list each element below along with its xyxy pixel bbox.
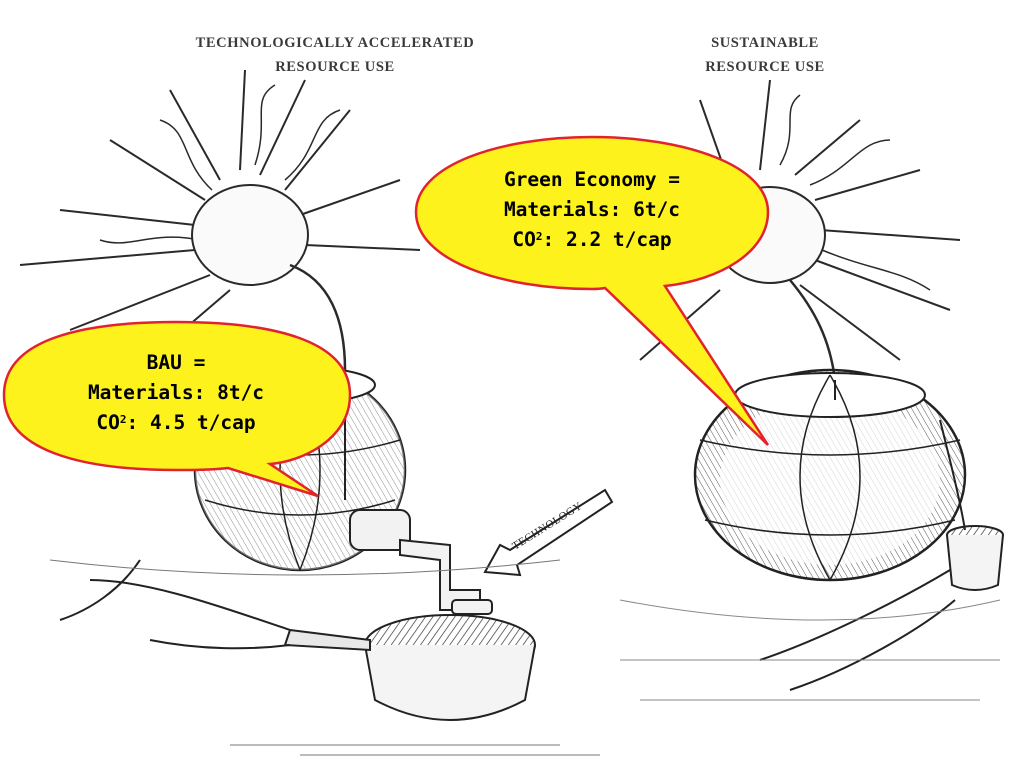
left-tap (349, 509, 493, 615)
left-ground (49, 559, 600, 756)
green-co2: CO2: 2.2 t/cap (512, 228, 672, 251)
right-heading: SUSTAINABLE RESOURCE USE (705, 35, 825, 75)
bau-co2: CO2: 4.5 t/cap (96, 411, 256, 434)
bau-materials: Materials: 8t/c (87, 381, 265, 404)
left-sun-body (191, 184, 309, 286)
bau-bubble-text: BAU = Materials: 8t/c CO2: 4.5 t/cap (40, 348, 312, 438)
right-globe (693, 368, 967, 582)
left-heading: TECHNOLOGICALLY ACCELERATED RESOURCE USE (195, 35, 475, 75)
right-ground (619, 599, 1001, 701)
green-economy-speech-bubble (414, 135, 770, 446)
bau-speech-bubble (2, 320, 352, 498)
left-sun-rays (19, 69, 421, 351)
green-title: Green Economy = (503, 168, 681, 191)
left-pot (283, 614, 536, 721)
green-materials: Materials: 6t/c (503, 198, 681, 221)
right-hand (759, 569, 956, 691)
bau-title: BAU = (146, 351, 206, 374)
green-bubble-text: Green Economy = Materials: 6t/c CO2: 2.2… (446, 165, 738, 255)
left-sun (19, 69, 421, 371)
left-hand (59, 559, 291, 650)
technology-arrow: TECHNOLOGY (483, 488, 614, 577)
right-cup (946, 525, 1004, 591)
